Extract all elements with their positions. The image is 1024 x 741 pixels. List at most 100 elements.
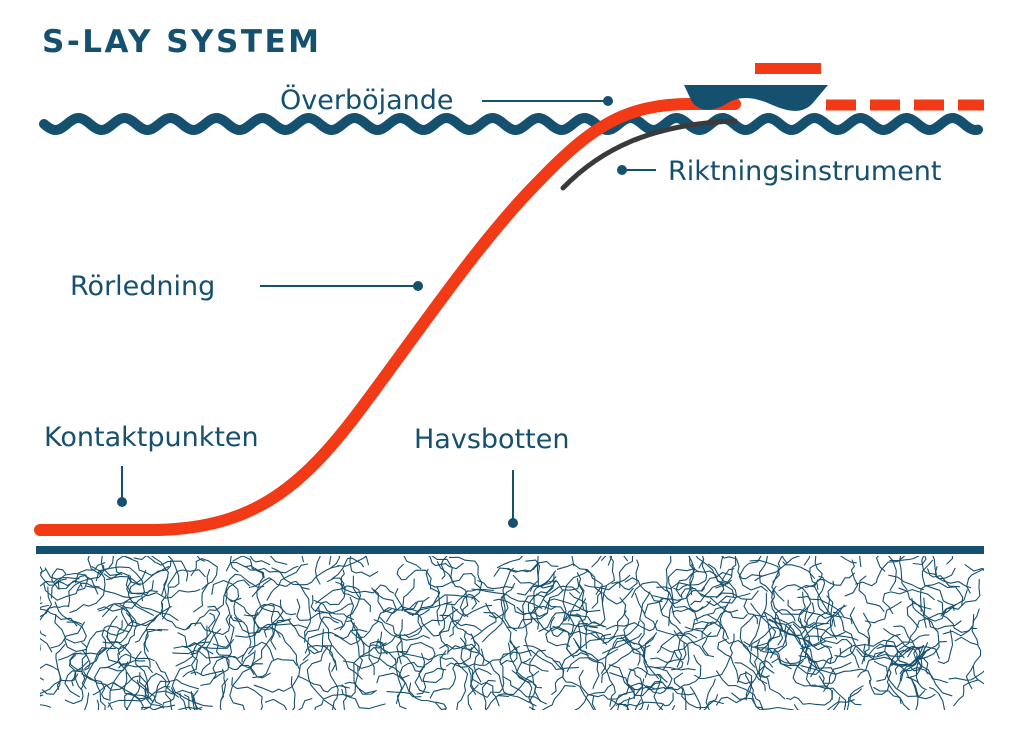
sediment-stroke (763, 611, 801, 645)
sediment-stroke (171, 664, 213, 707)
sediment-stroke (108, 702, 113, 710)
sediment-stroke (672, 588, 710, 605)
sediment-stroke (891, 645, 921, 668)
sediment-stroke (296, 598, 354, 621)
sediment-stroke (190, 691, 196, 710)
sediment-stroke (379, 616, 420, 672)
sediment-stroke (667, 568, 699, 627)
sediment-stroke (401, 578, 415, 612)
sediment-stroke (927, 568, 961, 588)
sediment-stroke (84, 692, 90, 710)
sediment-stroke (40, 565, 67, 586)
sediment-stroke (601, 634, 656, 684)
sediment-stroke (937, 629, 954, 665)
sediment-stroke (600, 633, 642, 674)
pipe-on-deck (755, 63, 821, 74)
sediment-stroke (459, 637, 485, 665)
sediment-stroke (662, 636, 706, 671)
sediment-stroke (529, 572, 582, 592)
sediment-stroke (152, 704, 176, 710)
sediment-stroke (40, 677, 44, 681)
sediment-stroke (932, 556, 954, 575)
sediment-stroke (327, 577, 371, 613)
sediment-stroke (94, 661, 129, 710)
sediment-stroke (98, 603, 159, 627)
sediment-stroke (684, 678, 716, 710)
sediment-stroke (125, 679, 141, 710)
sediment-stroke (792, 645, 816, 687)
sediment-stroke (349, 556, 379, 577)
sediment-stroke (106, 619, 128, 691)
sediment-stroke (948, 670, 984, 681)
sediment-stroke (875, 556, 886, 572)
sediment-stroke (609, 672, 645, 691)
sediment-stroke (314, 569, 346, 612)
sediment-stroke (634, 592, 685, 637)
stinger-label: Riktningsinstrument (668, 156, 942, 187)
sediment-stroke (493, 598, 548, 618)
sediment-stroke (719, 604, 756, 668)
sediment-stroke (750, 626, 786, 652)
sediment-stroke (785, 656, 834, 675)
sediment-stroke (353, 642, 387, 695)
sediment-stroke (516, 559, 541, 596)
sediment-stroke (805, 660, 833, 700)
overbend-label: Överböjande (280, 84, 454, 116)
sediment-stroke (398, 651, 447, 661)
sediment-stroke (643, 632, 658, 678)
sediment-stroke (805, 638, 860, 669)
sediment-stroke (653, 673, 664, 710)
sediment-stroke (549, 616, 566, 638)
sediment-stroke (715, 556, 737, 589)
sediment-stroke (698, 568, 735, 598)
sediment-stroke (373, 619, 431, 641)
sediment-stroke (270, 619, 309, 650)
sediment-stroke (480, 648, 537, 707)
sediment-stroke (213, 655, 230, 679)
sediment-stroke (488, 567, 514, 619)
sediment-stroke (179, 692, 188, 710)
sediment-stroke (237, 664, 271, 679)
sediment-stroke (133, 556, 169, 596)
sediment-stroke (396, 661, 426, 710)
sediment-stroke (193, 568, 211, 613)
sediment-stroke (334, 629, 368, 640)
sediment-stroke (229, 556, 239, 573)
sediment-stroke (482, 593, 506, 643)
sediment-stroke (575, 633, 612, 653)
sediment-stroke (701, 632, 712, 656)
sediment-stroke (310, 595, 344, 631)
sediment-stroke (225, 588, 252, 648)
seabed-line (36, 546, 984, 554)
sediment-stroke (578, 669, 634, 700)
sediment-stroke (250, 599, 284, 675)
sediment-stroke (748, 592, 767, 648)
sediment-stroke (502, 676, 541, 701)
sediment-stroke (815, 685, 847, 707)
sediment-stroke (269, 556, 288, 565)
sediment-stroke (416, 667, 447, 695)
diagram-title: S-LAY SYSTEM (42, 24, 321, 60)
sediment-stroke (834, 639, 901, 662)
sediment-stroke (745, 670, 794, 710)
sediment-stroke (954, 636, 982, 690)
sediment-stroke (95, 556, 114, 582)
sediment-stroke (493, 562, 540, 577)
sediment-stroke (676, 620, 713, 668)
sediment-stroke (69, 566, 106, 614)
sediment-stroke (656, 632, 715, 658)
sediment-stroke (477, 580, 514, 590)
sediment-stroke (573, 637, 600, 690)
sediment-stroke (689, 686, 702, 710)
sediment-stroke (642, 644, 660, 680)
sediment-stroke (382, 596, 430, 612)
sediment-stroke (516, 579, 557, 615)
sediment-stroke (404, 609, 430, 639)
sediment-stroke (721, 556, 767, 580)
sediment-stroke (754, 640, 770, 678)
sediment-stroke (942, 613, 975, 637)
sediment-stroke (297, 675, 351, 693)
sediment-stroke (502, 582, 517, 632)
sediment-stroke (57, 572, 89, 591)
sediment-stroke (43, 582, 100, 601)
